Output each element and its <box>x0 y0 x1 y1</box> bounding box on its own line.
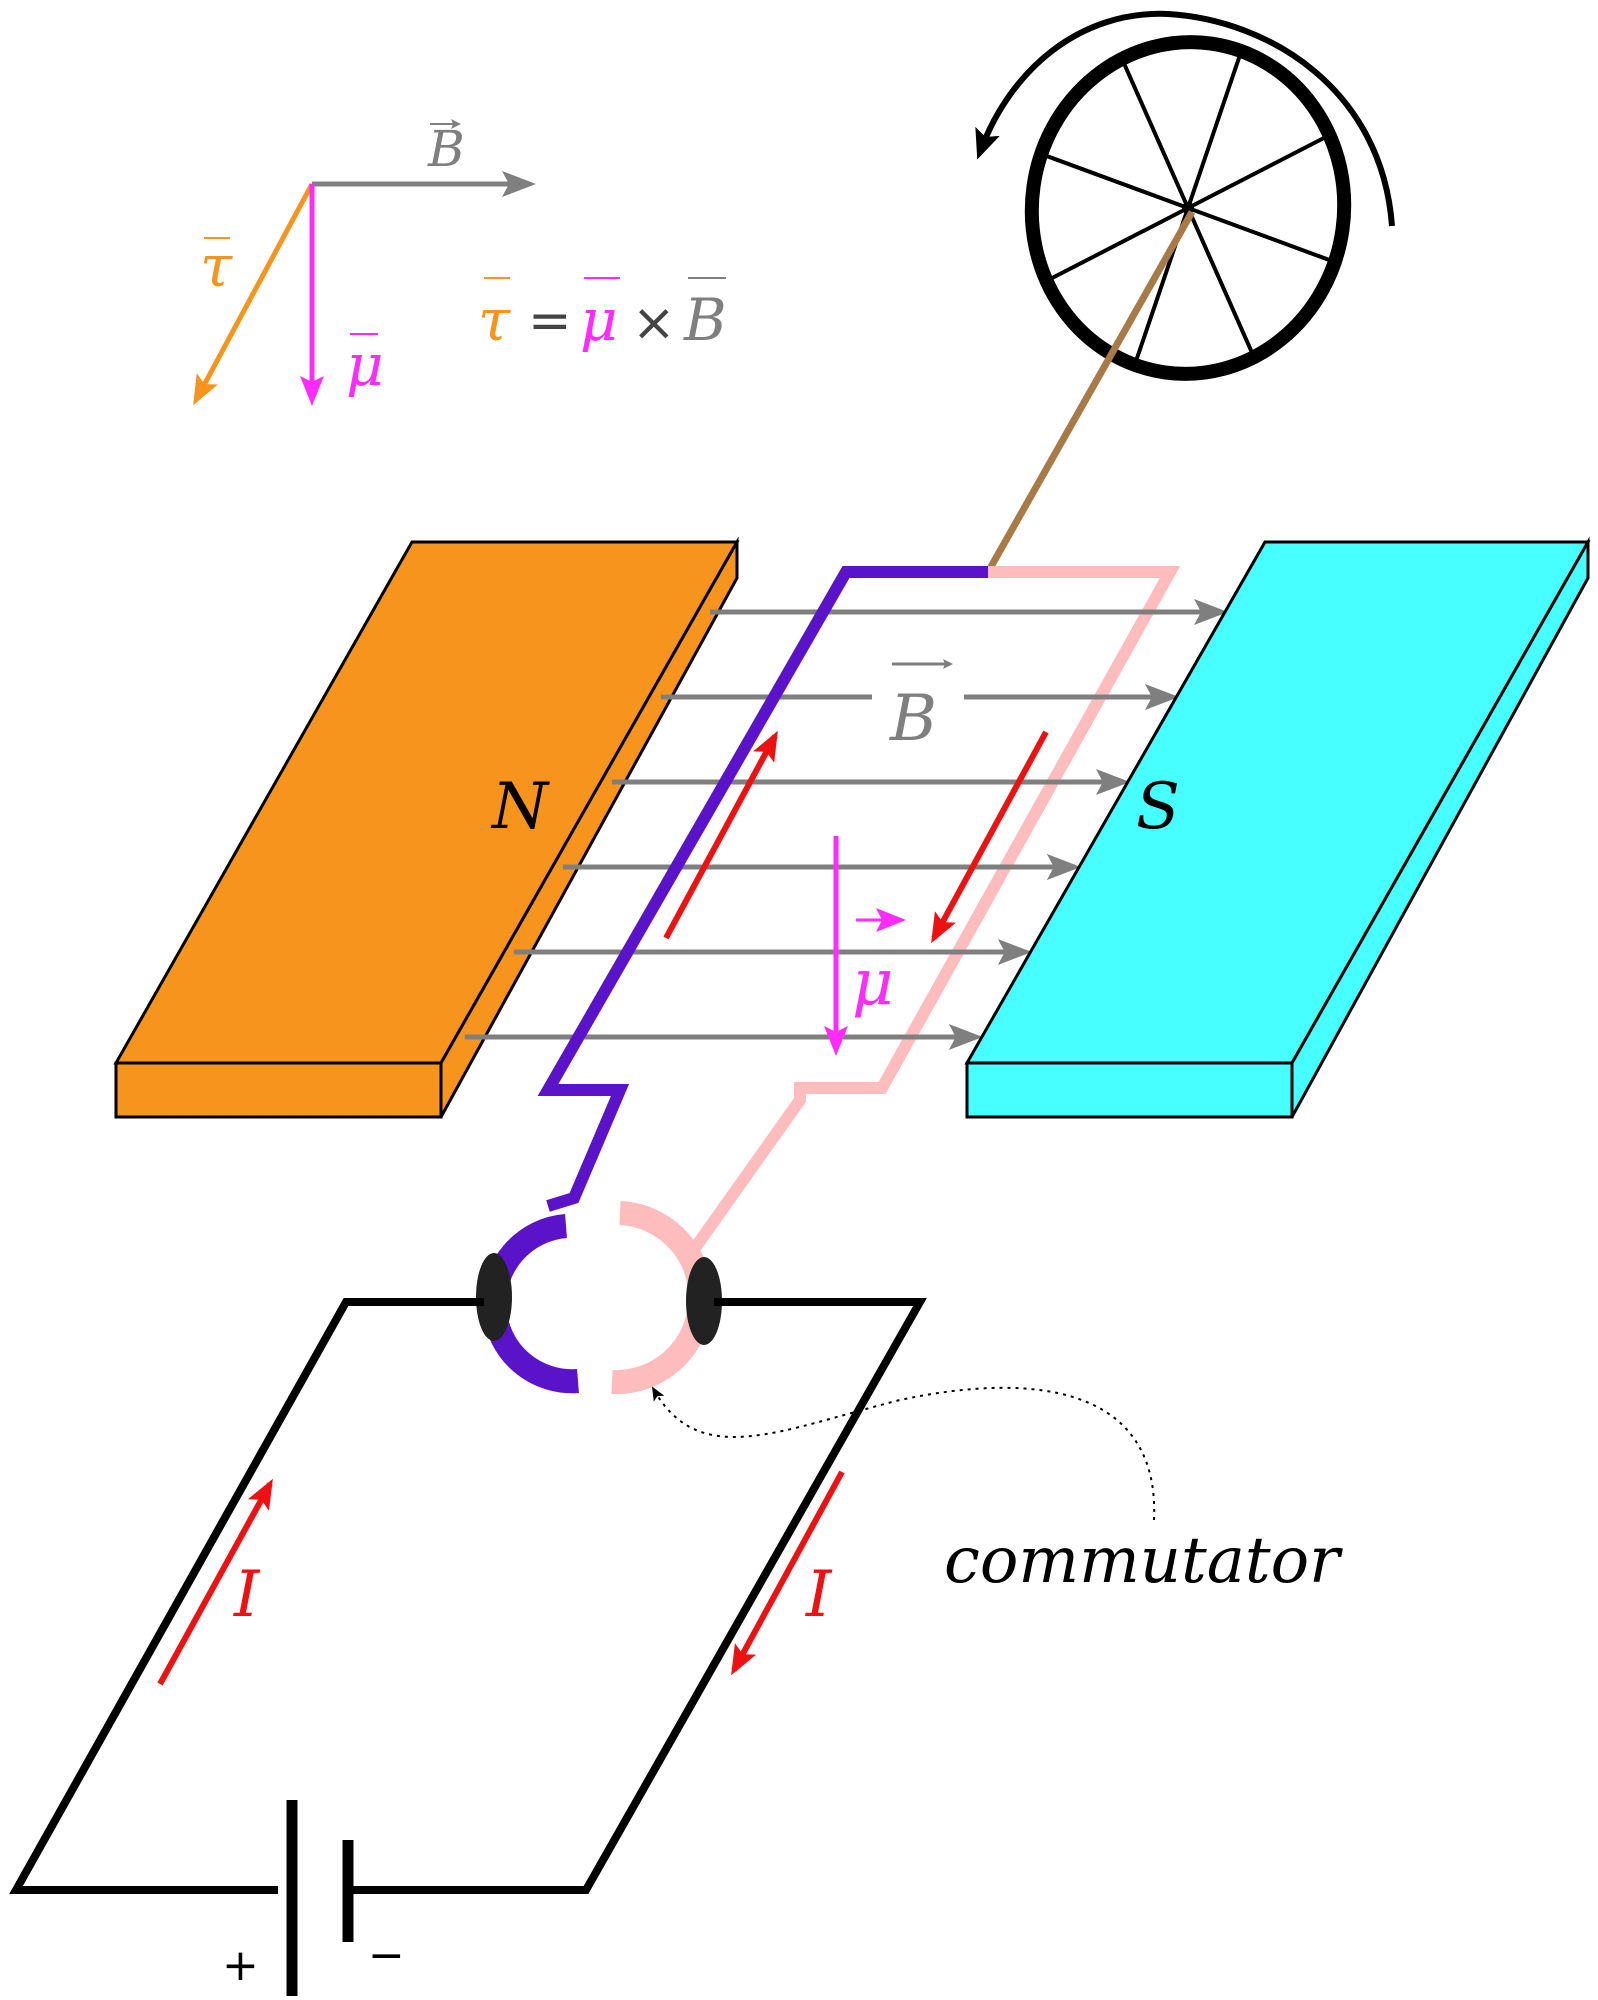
field-lines <box>464 599 1228 1050</box>
battery-minus-label: − <box>368 1930 405 1981</box>
south-pole-front-face <box>965 1061 1294 1119</box>
coil-back-half <box>685 566 1181 1259</box>
battery-plus-label: + <box>222 1940 259 1991</box>
rotation-arrow-icon <box>975 10 1395 227</box>
south-pole-magnet: S <box>964 536 1591 1119</box>
equation-mu: μ <box>580 286 618 354</box>
south-label: S <box>1136 770 1180 844</box>
equation-tau: τ <box>478 286 511 354</box>
external-circuit: + − I I <box>9 1298 927 1996</box>
coil-moment-label: μ <box>852 946 894 1020</box>
equation-equals: = <box>528 291 572 351</box>
wheel-hub <box>1182 202 1194 214</box>
circuit-wire-left <box>9 1298 484 1894</box>
legend-tau-arrow <box>193 182 315 406</box>
vector-legend: B τ μ τ = μ × B <box>193 119 727 406</box>
legend-tau-label: τ <box>200 232 233 300</box>
north-pole-top <box>113 540 740 1065</box>
field-label-bg <box>872 680 964 760</box>
north-pole-front-face <box>114 1061 443 1119</box>
north-pole-magnet: N <box>113 536 740 1119</box>
circuit-current-label-right: I <box>805 1558 833 1632</box>
commutator <box>476 1201 722 1395</box>
circuit-current-arrow-right <box>731 1470 845 1676</box>
brush-left <box>476 1253 512 1341</box>
south-pole-top <box>964 540 1591 1065</box>
equation-times: × <box>632 293 676 353</box>
north-label: N <box>490 770 550 844</box>
circuit-current-arrow-left <box>157 1478 273 1686</box>
commutator-pointer <box>652 1386 1156 1521</box>
brush-right <box>686 1257 722 1345</box>
field-label: B <box>889 682 937 756</box>
wheel-spoke <box>1186 56 1242 209</box>
legend-mu-label: μ <box>346 331 384 399</box>
wheel-spoke <box>1186 207 1254 353</box>
legend-b-label: B <box>427 120 465 178</box>
axle <box>984 210 1196 574</box>
wheel-spoke <box>1046 154 1189 210</box>
wheel-spoke <box>1050 206 1189 280</box>
circuit-current-label-left: I <box>233 1558 261 1632</box>
equation-b: B <box>683 286 727 354</box>
wheel-rim <box>1024 35 1352 381</box>
coil-current-arrow-up <box>663 730 778 940</box>
legend-equation: τ = μ × B <box>478 277 727 354</box>
commutator-label: commutator <box>944 1524 1343 1598</box>
wheel-spoke <box>1187 136 1326 210</box>
coil-current-arrow-down <box>931 730 1049 944</box>
circuit-wire-right <box>350 1298 927 1894</box>
wheel-spoke <box>1187 206 1330 262</box>
wheel-spoke <box>1122 63 1190 209</box>
coil-front-half <box>537 566 988 1212</box>
flywheel <box>975 10 1395 381</box>
